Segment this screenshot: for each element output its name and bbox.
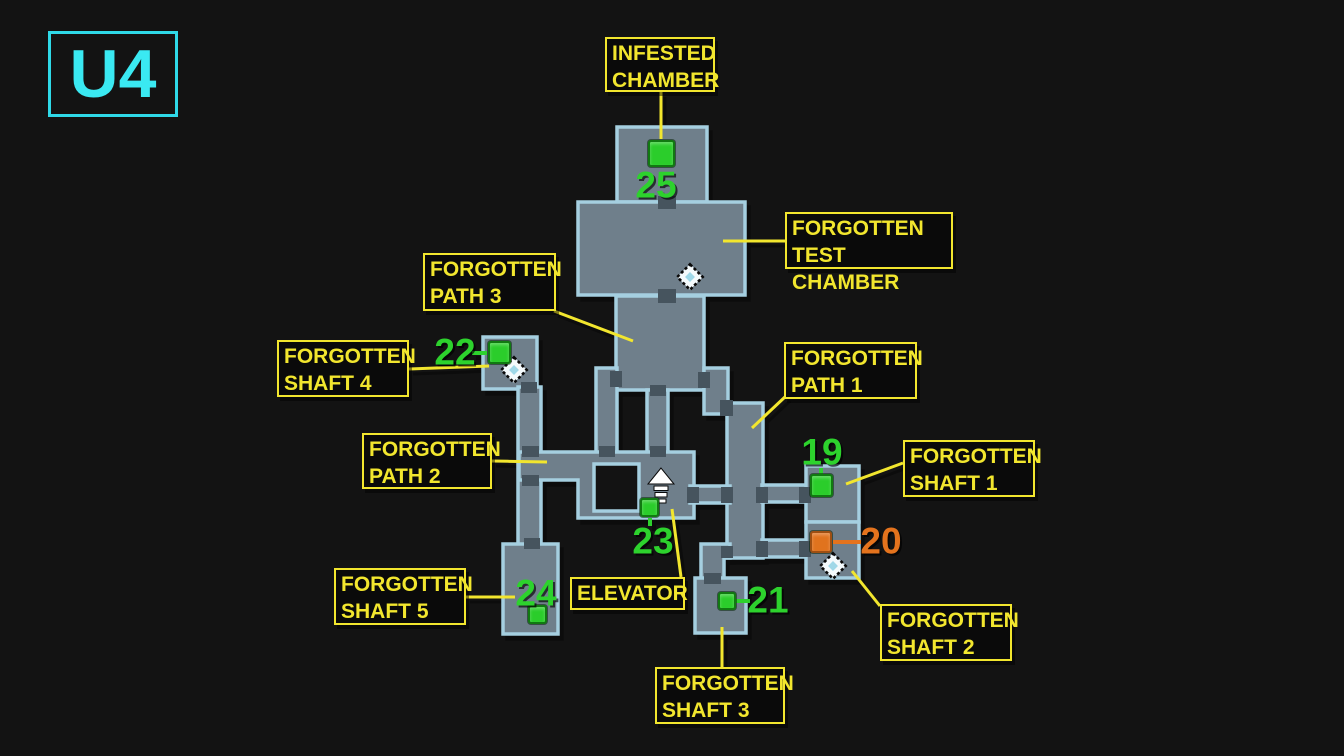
label-forgotten-shaft-1: FORGOTTEN SHAFT 1 xyxy=(903,440,1042,497)
label-forgotten-shaft-4: FORGOTTEN SHAFT 4 xyxy=(277,340,416,397)
item-marker-25 xyxy=(648,140,675,167)
door xyxy=(704,573,721,584)
door xyxy=(756,541,768,557)
room-forgotten-path-3 xyxy=(614,294,706,392)
label-forgotten-shaft-2: FORGOTTEN SHAFT 2 xyxy=(880,604,1019,661)
door xyxy=(721,487,733,503)
item-number-21: 21 xyxy=(747,579,789,621)
item-number-25: 25 xyxy=(635,164,677,206)
room-forgotten-path-1 xyxy=(725,401,765,560)
label-forgotten-test-chamber: FORGOTTEN TEST CHAMBER xyxy=(785,212,953,294)
connector-line-path-2 xyxy=(491,459,548,464)
door xyxy=(721,546,733,558)
map-code-text: U4 xyxy=(69,36,157,112)
teleport-icon xyxy=(818,551,848,581)
connector-line-path-3 xyxy=(553,309,634,343)
connector-line-shaft-4 xyxy=(408,364,490,371)
door xyxy=(650,385,666,396)
item-number-23: 23 xyxy=(632,520,674,562)
item-marker-24 xyxy=(528,605,547,624)
door xyxy=(720,400,733,416)
elevator-up-arrow-icon xyxy=(646,467,676,504)
label-forgotten-shaft-3: FORGOTTEN SHAFT 3 xyxy=(655,667,794,724)
connector-line-shaft-2 xyxy=(850,570,882,607)
door xyxy=(522,475,539,486)
door xyxy=(756,487,768,503)
label-elevator: ELEVATOR xyxy=(570,577,688,610)
label-infested-chamber: INFESTED CHAMBER xyxy=(605,37,719,92)
item-marker-23 xyxy=(640,498,659,517)
door xyxy=(610,371,622,387)
door xyxy=(650,446,666,457)
connector-line-elevator xyxy=(670,508,683,578)
door xyxy=(658,289,676,303)
connector-line-path-1 xyxy=(750,394,788,430)
label-forgotten-shaft-5: FORGOTTEN SHAFT 5 xyxy=(334,568,473,625)
door xyxy=(524,538,540,549)
door xyxy=(658,196,676,209)
door xyxy=(799,487,811,503)
item-marker-21 xyxy=(718,592,736,610)
item-number-22: 22 xyxy=(434,331,476,373)
item-number-20: 20 xyxy=(860,520,902,562)
item-number-19: 19 xyxy=(801,431,843,473)
item-number-24: 24 xyxy=(515,572,557,614)
connector-line-shaft-1 xyxy=(845,461,904,486)
label-forgotten-path-2: FORGOTTEN PATH 2 xyxy=(362,433,501,489)
map-island-hole xyxy=(592,462,641,513)
door xyxy=(599,446,615,457)
map-code-badge: U4 xyxy=(48,31,178,117)
door xyxy=(799,541,811,557)
label-forgotten-path-1: FORGOTTEN PATH 1 xyxy=(784,342,923,399)
item-marker-20 xyxy=(810,531,832,553)
door xyxy=(698,372,710,388)
label-forgotten-path-3: FORGOTTEN PATH 3 xyxy=(423,253,562,311)
door xyxy=(522,446,539,457)
teleport-icon xyxy=(675,262,705,292)
room-forgotten-test-chamber xyxy=(576,200,747,297)
door xyxy=(687,487,699,503)
item-marker-19 xyxy=(810,474,833,497)
door xyxy=(521,382,537,393)
item-marker-22 xyxy=(488,341,511,364)
